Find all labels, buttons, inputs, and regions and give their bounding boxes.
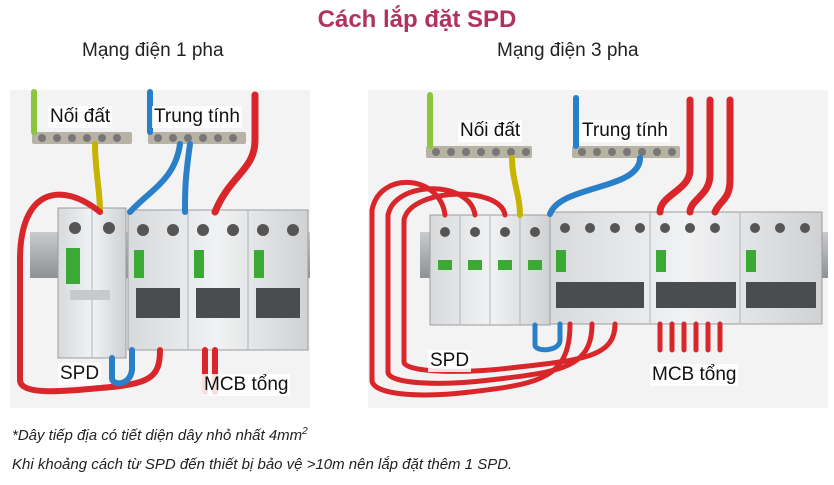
earth-label-left: Nối đất: [48, 106, 113, 128]
neutral-busbar-left: [148, 132, 246, 144]
mcb-label-right: MCB tổng: [650, 364, 739, 386]
note-earth-wire-text: *Dây tiếp địa có tiết diện dây nhỏ nhất …: [12, 427, 303, 444]
three-phase-panel: [368, 90, 828, 408]
note-extra-spd: Khi khoảng cách từ SPD đến thiết bị bảo …: [12, 456, 513, 473]
mcb-label-left: MCB tổng: [202, 374, 291, 396]
installation-diagram: [10, 89, 828, 408]
spd-label-left: SPD: [58, 363, 102, 385]
spd-device-right: [429, 214, 551, 326]
earth-busbar-right: [426, 146, 532, 158]
earth-busbar-left: [32, 132, 132, 144]
spd-label-right: SPD: [428, 350, 472, 372]
neutral-label-left: Trung tính: [152, 106, 242, 128]
page-title: Cách lắp đặt SPD: [317, 6, 517, 33]
neutral-label-right: Trung tính: [580, 120, 670, 142]
single-phase-heading: Mạng điện 1 pha: [82, 40, 224, 61]
note-superscript: 2: [302, 426, 308, 437]
mcb-group-left: [127, 209, 309, 351]
three-phase-heading: Mạng điện 3 pha: [497, 40, 639, 61]
neutral-busbar-right: [572, 146, 680, 158]
note-earth-wire: *Dây tiếp địa có tiết diện dây nhỏ nhất …: [12, 426, 308, 444]
single-phase-panel: [10, 89, 310, 408]
wires-left: [17, 89, 259, 395]
spd-device-left: [57, 207, 127, 359]
earth-label-right: Nối đất: [458, 120, 523, 142]
mcb-group-right: [549, 211, 823, 325]
